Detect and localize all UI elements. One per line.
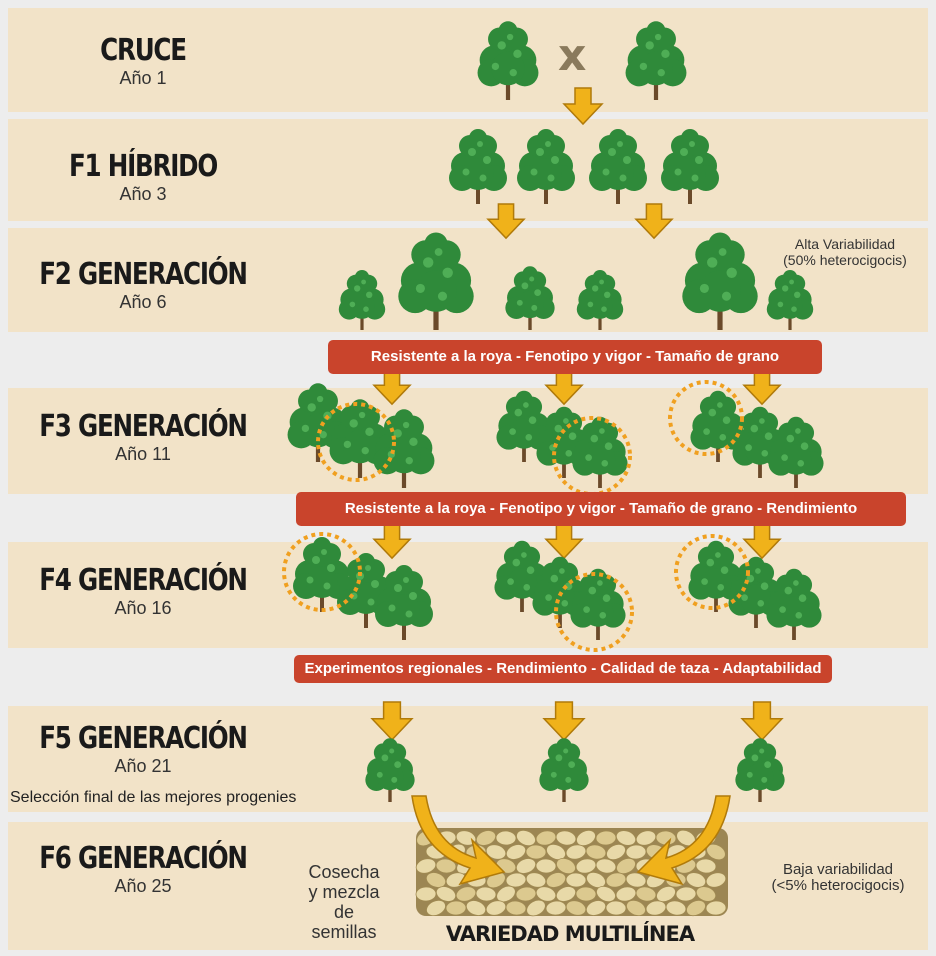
coffee-tree-icon <box>398 232 474 330</box>
selection-criteria-bar-2: Resistente a la roya - Fenotipo y vigor … <box>296 492 906 526</box>
coffee-tree-icon <box>517 129 575 204</box>
generation-year: Año 6 <box>119 292 167 312</box>
coffee-tree-icon <box>287 383 349 462</box>
generation-year: Año 16 <box>114 598 172 618</box>
down-arrow-icon <box>372 369 412 406</box>
selection-circle-icon <box>554 572 634 652</box>
note-line: semillas <box>311 922 377 942</box>
generation-title: F4 GENERACIÓN <box>39 563 248 598</box>
note-line: Baja variabilidad <box>782 861 894 878</box>
coffee-tree-icon <box>682 232 758 330</box>
coffee-tree-icon <box>576 270 624 330</box>
selection-circle-icon <box>316 402 396 482</box>
coffee-tree-icon <box>375 565 433 640</box>
coffee-tree-icon <box>449 129 507 204</box>
coffee-tree-icon <box>766 270 814 330</box>
generation-title: F1 HÍBRIDO <box>68 149 218 184</box>
coffee-tree-icon <box>365 738 415 802</box>
coffee-tree-icon <box>505 266 555 330</box>
generation-title: F3 GENERACIÓN <box>39 409 248 444</box>
note-line: y mezcla <box>308 882 380 902</box>
coffee-tree-icon <box>688 540 744 612</box>
selection-criteria-bar-3: Experimentos regionales - Rendimiento - … <box>294 655 832 683</box>
down-arrow-icon <box>370 701 414 741</box>
coffee-tree-icon <box>625 21 687 100</box>
coffee-beans-image <box>415 828 728 917</box>
low-variability-note: Baja variabilidad (<5% heterocigocis) <box>748 862 928 894</box>
band-cruce <box>8 8 928 112</box>
coffee-tree-icon <box>572 416 628 488</box>
coffee-tree-icon <box>539 738 589 802</box>
note-line: de <box>333 902 355 922</box>
generation-year: Año 3 <box>119 184 167 204</box>
generation-title: CRUCE <box>100 33 187 68</box>
down-arrow-icon <box>544 369 584 406</box>
coffee-tree-icon <box>293 537 351 612</box>
selection-circle-icon <box>668 380 744 456</box>
down-arrow-icon <box>740 701 784 741</box>
curved-arrow-icon <box>636 795 731 886</box>
down-arrow-icon <box>742 369 782 406</box>
cross-symbol: x <box>558 30 587 81</box>
note-line: Cosecha <box>308 862 380 882</box>
down-arrow-icon <box>742 523 782 560</box>
selection-circle-icon <box>674 534 750 610</box>
coffee-tree-icon <box>373 409 435 488</box>
coffee-tree-icon <box>661 129 719 204</box>
generation-year: Año 25 <box>114 876 172 896</box>
generation-year: Año 11 <box>115 444 171 464</box>
note-line: (<5% heterocigocis) <box>771 877 905 894</box>
curved-arrow-icon <box>411 795 506 886</box>
generation-label-cruce: CRUCE Año 1 <box>8 33 278 89</box>
down-arrow-icon <box>486 203 526 240</box>
selection-circle-icon <box>282 532 362 612</box>
coffee-tree-icon <box>768 416 824 488</box>
final-selection-label: Selección final de las mejores progenies <box>10 789 297 806</box>
coffee-tree-icon <box>690 390 746 462</box>
generation-label-f2: F2 GENERACIÓN Año 6 <box>8 257 278 313</box>
generation-label-f3: F3 GENERACIÓN Año 11 <box>8 409 278 465</box>
down-arrow-icon <box>372 523 412 560</box>
coffee-tree-icon <box>589 129 647 204</box>
note-line: (50% heterocigocis) <box>783 252 907 268</box>
generation-label-f4: F4 GENERACIÓN Año 16 <box>8 563 278 619</box>
down-arrow-icon <box>634 203 674 240</box>
generation-title: F6 GENERACIÓN <box>39 841 248 876</box>
down-arrow-icon <box>544 523 584 560</box>
generation-label-f5: F5 GENERACIÓN Año 21 <box>8 721 278 777</box>
coffee-tree-icon <box>766 568 822 640</box>
coffee-tree-icon <box>570 568 626 640</box>
generation-title: F2 GENERACIÓN <box>39 257 248 292</box>
generation-label-f6: F6 GENERACIÓN Año 25 <box>8 841 278 897</box>
coffee-tree-icon <box>338 270 386 330</box>
down-arrow-icon <box>542 701 586 741</box>
generation-label-f1: F1 HÍBRIDO Año 3 <box>8 149 278 205</box>
selection-criteria-bar-1: Resistente a la roya - Fenotipo y vigor … <box>328 340 822 374</box>
coffee-tree-icon <box>735 738 785 802</box>
high-variability-note: Alta Variabilidad (50% heterocigocis) <box>760 236 930 268</box>
generation-year: Año 21 <box>114 756 172 776</box>
result-variety-title: VARIEDAD MULTILÍNEA <box>445 922 695 946</box>
harvest-note: Cosecha y mezcla de semillas <box>290 862 398 942</box>
generation-year: Año 1 <box>119 68 167 88</box>
note-line: Alta Variabilidad <box>794 236 896 252</box>
generation-title: F5 GENERACIÓN <box>39 721 248 756</box>
down-arrow-icon <box>562 87 604 126</box>
coffee-tree-icon <box>477 21 539 100</box>
